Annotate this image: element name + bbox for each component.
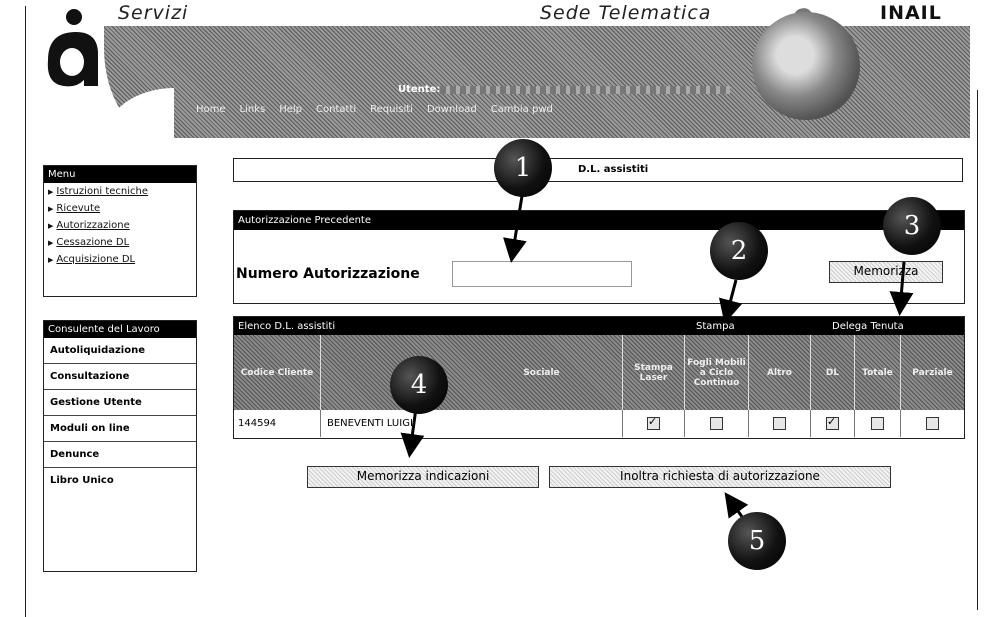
side-menu-title: Menu: [44, 166, 196, 183]
col-totale: Totale: [854, 335, 900, 410]
col-altro: Altro: [748, 335, 810, 410]
checkbox-dl[interactable]: [826, 415, 839, 430]
col-fogli-mobili: Fogli Mobili a Ciclo Continuo: [684, 335, 748, 410]
nav-help[interactable]: Help: [279, 104, 303, 115]
save-indications-button[interactable]: Memorizza indicazioni: [307, 466, 539, 488]
page-title-bar: D.L. assistiti: [233, 158, 963, 182]
arrow-2: [718, 279, 743, 324]
cdl-menu-title: Consulente del Lavoro: [44, 321, 196, 338]
nav-contatti[interactable]: Contatti: [316, 104, 357, 115]
page-left-border: [25, 6, 26, 617]
arrow-3: [889, 261, 914, 316]
checkbox-fogli-mobili[interactable]: [710, 417, 723, 430]
nav-requisiti[interactable]: Requisiti: [370, 104, 413, 115]
table-row: 144594 BENEVENTI LUIGI: [234, 410, 964, 437]
checkbox-altro[interactable]: [773, 417, 786, 430]
checkbox-totale[interactable]: [871, 417, 884, 430]
cell-totale: [854, 410, 900, 437]
menu-item-acquisizione[interactable]: Acquisizione DL: [44, 251, 196, 268]
page-right-border: [977, 90, 978, 610]
arrow-4: [400, 407, 425, 458]
brand-sede-telematica: Sede Telematica: [540, 2, 712, 24]
callout-3: 3: [883, 197, 941, 255]
cdl-item-libro-unico[interactable]: Libro Unico: [50, 475, 114, 486]
brand-servizi: Servizi: [118, 2, 189, 24]
cell-fogli-mobili: [684, 410, 748, 437]
cell-altro: [748, 410, 810, 437]
column-header-row: Codice Cliente Sociale Stampa Laser Fogl…: [234, 335, 964, 410]
arrow-1: [503, 195, 527, 263]
cell-stampa-laser: [622, 410, 684, 437]
col-parziale: Parziale: [900, 335, 964, 410]
callout-5: 5: [728, 512, 786, 570]
cdl-item-moduli[interactable]: Moduli on line: [44, 416, 196, 442]
nav-download[interactable]: Download: [426, 104, 477, 115]
row-name: BENEVENTI LUIGI: [320, 410, 622, 437]
side-menu: Menu Istruzioni tecniche Ricevute Autori…: [43, 165, 197, 297]
menu-item-istruzioni[interactable]: Istruzioni tecniche: [44, 183, 196, 200]
user-value: [440, 86, 730, 94]
callout-1: 1: [494, 139, 552, 197]
cdl-item-consultazione[interactable]: Consultazione: [44, 364, 196, 390]
auth-section-title: Autorizzazione Precedente: [234, 211, 964, 230]
brand-inail: INAIL: [880, 2, 942, 24]
send-request-button[interactable]: Inoltra richiesta di autorizzazione: [549, 466, 891, 488]
checkbox-parziale[interactable]: [926, 417, 939, 430]
top-nav: Home Links Help Contatti Requisiti Downl…: [196, 104, 553, 115]
inail-logo-icon: [47, 9, 98, 87]
auth-number-label: Numero Autorizzazione: [236, 266, 420, 282]
nav-cambia-pwd[interactable]: Cambia pwd: [490, 104, 553, 115]
cdl-menu: Consulente del Lavoro Autoliquidazione C…: [43, 320, 197, 572]
auth-section: Autorizzazione Precedente Numero Autoriz…: [233, 210, 965, 304]
menu-item-autorizzazione[interactable]: Autorizzazione: [44, 217, 196, 234]
col-stampa-laser: Stampa Laser: [622, 335, 684, 410]
group-stampa: Stampa: [696, 321, 735, 332]
cell-parziale: [900, 410, 964, 437]
col-codice-cliente: Codice Cliente: [240, 367, 314, 378]
dl-table-header: Elenco D.L. assistiti Stampa Delega Tenu…: [234, 317, 964, 335]
group-delega: Delega Tenuta: [832, 321, 904, 332]
menu-item-cessazione[interactable]: Cessazione DL: [44, 234, 196, 251]
callout-4: 4: [390, 356, 448, 414]
dl-table-title: Elenco D.L. assistiti: [238, 321, 336, 332]
nav-home[interactable]: Home: [196, 104, 226, 115]
cdl-item-denunce[interactable]: Denunce: [44, 442, 196, 468]
cdl-item-autoliquidazione[interactable]: Autoliquidazione: [44, 338, 196, 364]
checkbox-stampa-laser[interactable]: [647, 415, 660, 430]
globe-icon: [752, 12, 860, 120]
callout-2: 2: [710, 222, 768, 280]
auth-number-input[interactable]: [452, 261, 632, 287]
row-code: 144594: [238, 418, 277, 429]
cell-dl: [810, 410, 854, 437]
nav-links[interactable]: Links: [239, 104, 266, 115]
user-label: Utente:: [398, 84, 441, 95]
menu-item-ricevute[interactable]: Ricevute: [44, 200, 196, 217]
dl-table: Elenco D.L. assistiti Stampa Delega Tenu…: [233, 316, 965, 439]
page-title: D.L. assistiti: [578, 164, 649, 175]
cdl-item-gestione-utente[interactable]: Gestione Utente: [44, 390, 196, 416]
col-dl: DL: [810, 335, 854, 410]
col-sociale: Sociale: [320, 335, 622, 410]
